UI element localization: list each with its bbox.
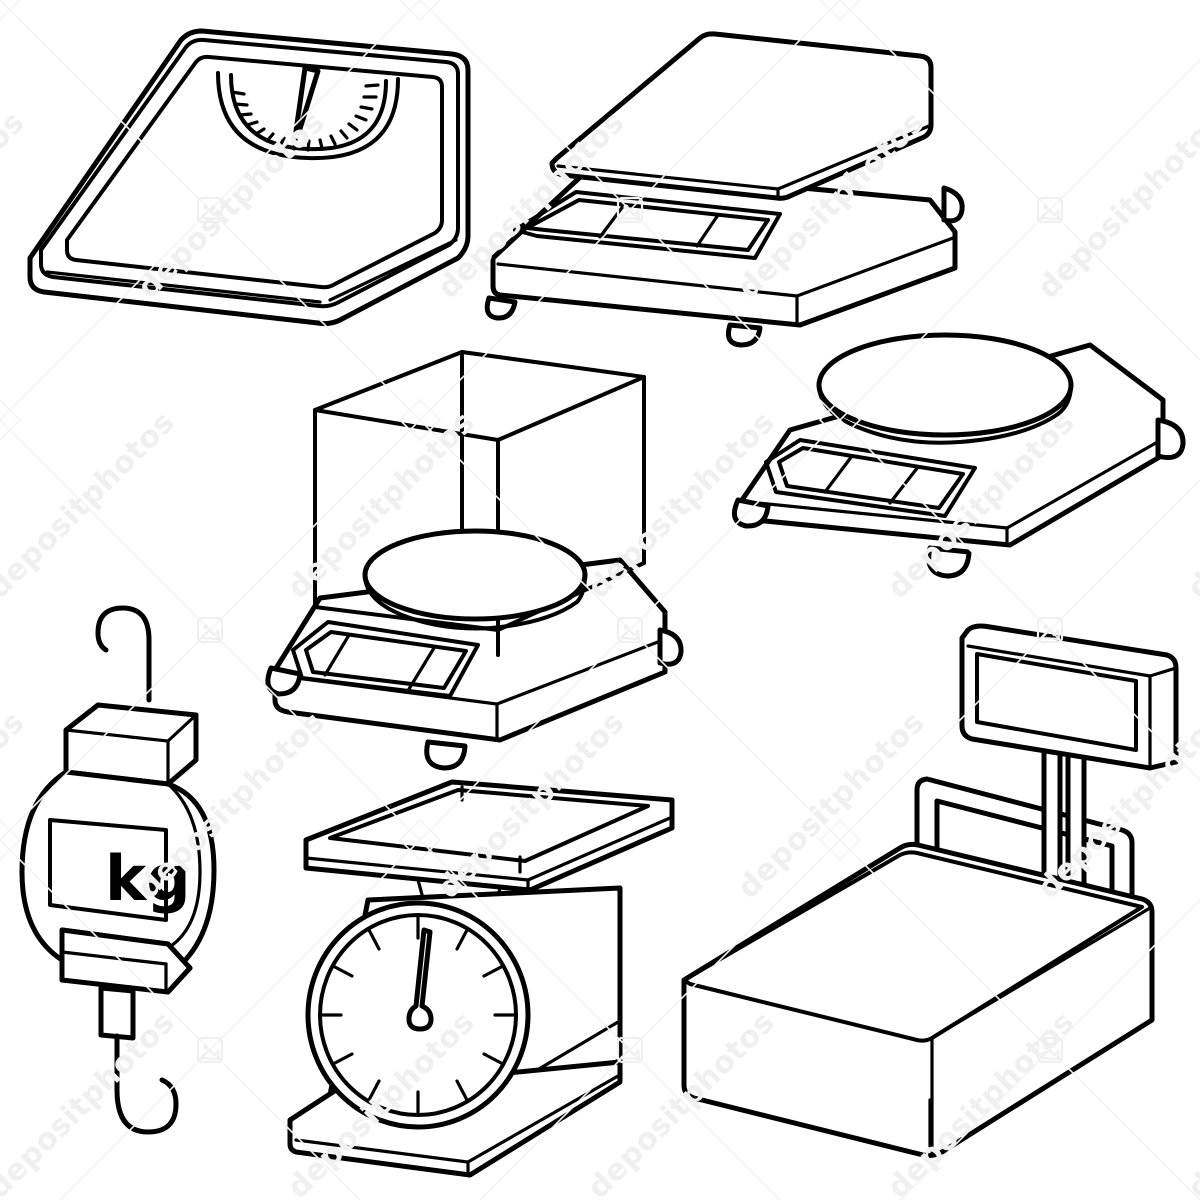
weighing-platform	[681, 841, 1155, 1159]
bathroom-scale	[27, 28, 471, 327]
scale-foot	[265, 665, 303, 697]
scale-foot	[941, 185, 965, 224]
kg-unit-label: kg	[105, 842, 191, 915]
scale-foot	[926, 545, 972, 579]
digital-platform-scale	[484, 31, 965, 348]
analytical-balance	[265, 350, 684, 771]
scale-foot	[1155, 417, 1186, 460]
weighing-pan	[816, 332, 1074, 445]
scale-foot	[731, 497, 771, 529]
scale-foot	[424, 739, 468, 771]
precision-balance	[731, 332, 1186, 579]
top-hook-icon	[95, 605, 152, 703]
customer-display-head	[959, 623, 1179, 771]
retail-counter-scale	[681, 623, 1179, 1159]
scale-tray	[303, 779, 675, 893]
bottom-hook-icon	[114, 1033, 179, 1135]
hanging-crane-scale: kg	[19, 605, 217, 1135]
scale-foot	[725, 322, 763, 348]
weighing-pan	[362, 528, 588, 631]
kitchen-spring-scale	[287, 779, 675, 1178]
scale-foot	[657, 627, 684, 667]
scale-foot	[484, 295, 518, 321]
kitchen-scale-dial	[305, 900, 531, 1130]
